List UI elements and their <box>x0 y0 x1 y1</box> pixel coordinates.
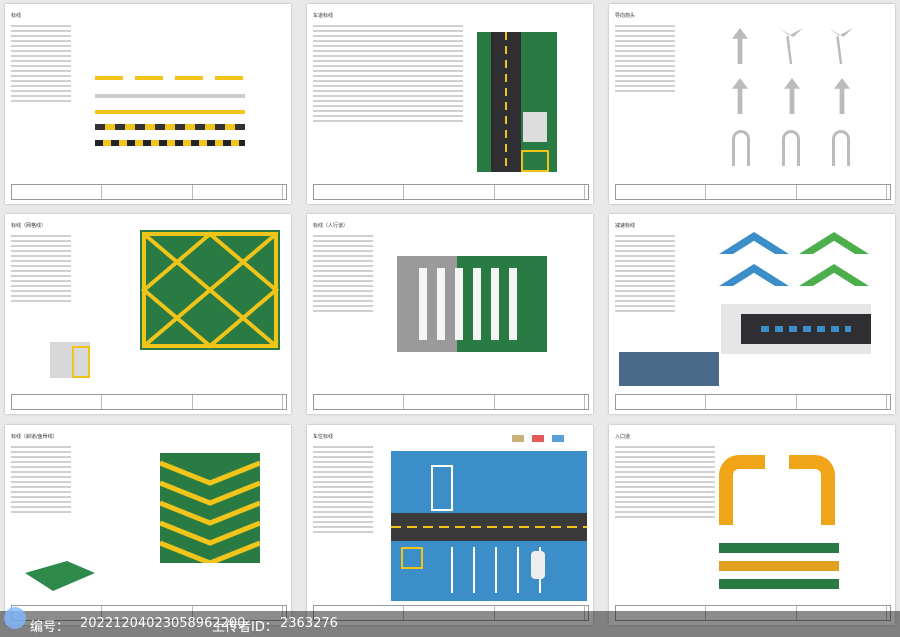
footer-uploader-value: 2363276 <box>280 616 338 631</box>
watermark-footer: 编号： 20221204023058962200 上传者ID： 2363276 <box>0 607 900 637</box>
yellow-dashed-line <box>95 76 245 80</box>
sheet-road-lanes: 车道标线 <box>307 4 593 204</box>
sheet-title: 标线（人行道） <box>313 223 349 229</box>
arrow-straight-icon <box>732 28 748 64</box>
title-block <box>11 184 287 200</box>
double-line <box>95 124 245 130</box>
description-text <box>615 232 675 315</box>
description-text <box>313 443 373 536</box>
road-plan <box>477 32 557 172</box>
description-text <box>615 443 715 521</box>
description-text <box>313 22 463 125</box>
herringbone-marking <box>160 453 260 563</box>
title-block <box>313 605 589 621</box>
description-text <box>11 22 71 105</box>
sheet-title: 标线（网格线） <box>11 223 47 229</box>
hazard-stripe <box>95 140 245 146</box>
logo-icon <box>4 607 26 629</box>
arrow-fork-icon <box>832 130 850 166</box>
sheet-title: 标线（斜道/鱼骨线） <box>11 434 58 440</box>
parking-photo <box>50 342 90 378</box>
sheet-title: 标线 <box>11 13 22 19</box>
parking-plan <box>391 451 587 601</box>
grid-box-marking <box>140 230 280 350</box>
color-swatch-beige <box>512 435 524 442</box>
chevron-blue-icon <box>719 232 789 254</box>
title-block <box>313 394 589 410</box>
road-curve-photo <box>721 304 871 354</box>
chevron-blue-icon <box>719 264 789 286</box>
arrow-grid <box>724 20 874 180</box>
color-swatch-red <box>532 435 544 442</box>
title-block <box>313 184 589 200</box>
garage-photo <box>619 352 719 386</box>
arrow-up-icon <box>834 78 850 114</box>
title-block <box>11 394 287 410</box>
sheet-entrance: 入口道 <box>609 425 895 625</box>
sheet-arrows: 导向箭头 <box>609 4 895 204</box>
curved-lane-left <box>719 455 765 525</box>
chevron-green-icon <box>799 232 869 254</box>
sheet-grid-lines: 标线（网格线） <box>5 214 291 414</box>
entrance-strip <box>719 579 839 589</box>
arrow-uturn-icon <box>732 130 750 166</box>
sheet-title: 车道标线 <box>313 13 334 19</box>
yellow-solid-line <box>95 110 245 114</box>
arrow-turn-icon <box>782 130 800 166</box>
description-text <box>615 22 675 95</box>
entrance-strip <box>719 543 839 553</box>
sheet-crosswalk: 标线（人行道） <box>307 214 593 414</box>
footer-id-label: 编号： <box>30 620 70 635</box>
sheet-title: 车位标线 <box>313 434 334 440</box>
title-block <box>615 394 891 410</box>
curved-lane-right <box>789 455 835 525</box>
sheet-speed-bumps: 减速标线 <box>609 214 895 414</box>
chevron-green-icon <box>799 264 869 286</box>
sheet-parking-bays: 车位标线 <box>307 425 593 625</box>
white-solid-line <box>95 94 245 98</box>
sheet-title: 导向箭头 <box>615 13 636 19</box>
sheet-title: 入口道 <box>615 434 631 440</box>
layer-diagram <box>25 561 95 591</box>
footer-uploader-label: 上传者ID： <box>212 620 278 635</box>
description-text <box>11 232 71 305</box>
sheet-ramp-markings: 标线（斜道/鱼骨线） <box>5 425 291 625</box>
color-swatch-blue <box>552 435 564 442</box>
crosswalk-plan <box>397 256 547 352</box>
arrow-split-icon <box>829 28 853 64</box>
entrance-strip <box>719 561 839 571</box>
footer-id-value: 20221204023058962200 <box>80 616 246 631</box>
sheet-lane-lines: 标线 <box>5 4 291 204</box>
title-block <box>615 605 891 621</box>
arrow-split-icon <box>779 28 803 64</box>
title-block <box>615 184 891 200</box>
arrow-up-icon <box>784 78 800 114</box>
description-text <box>11 443 71 516</box>
arrow-left-icon <box>732 78 748 114</box>
sheet-title: 减速标线 <box>615 223 636 229</box>
description-text <box>313 232 373 315</box>
